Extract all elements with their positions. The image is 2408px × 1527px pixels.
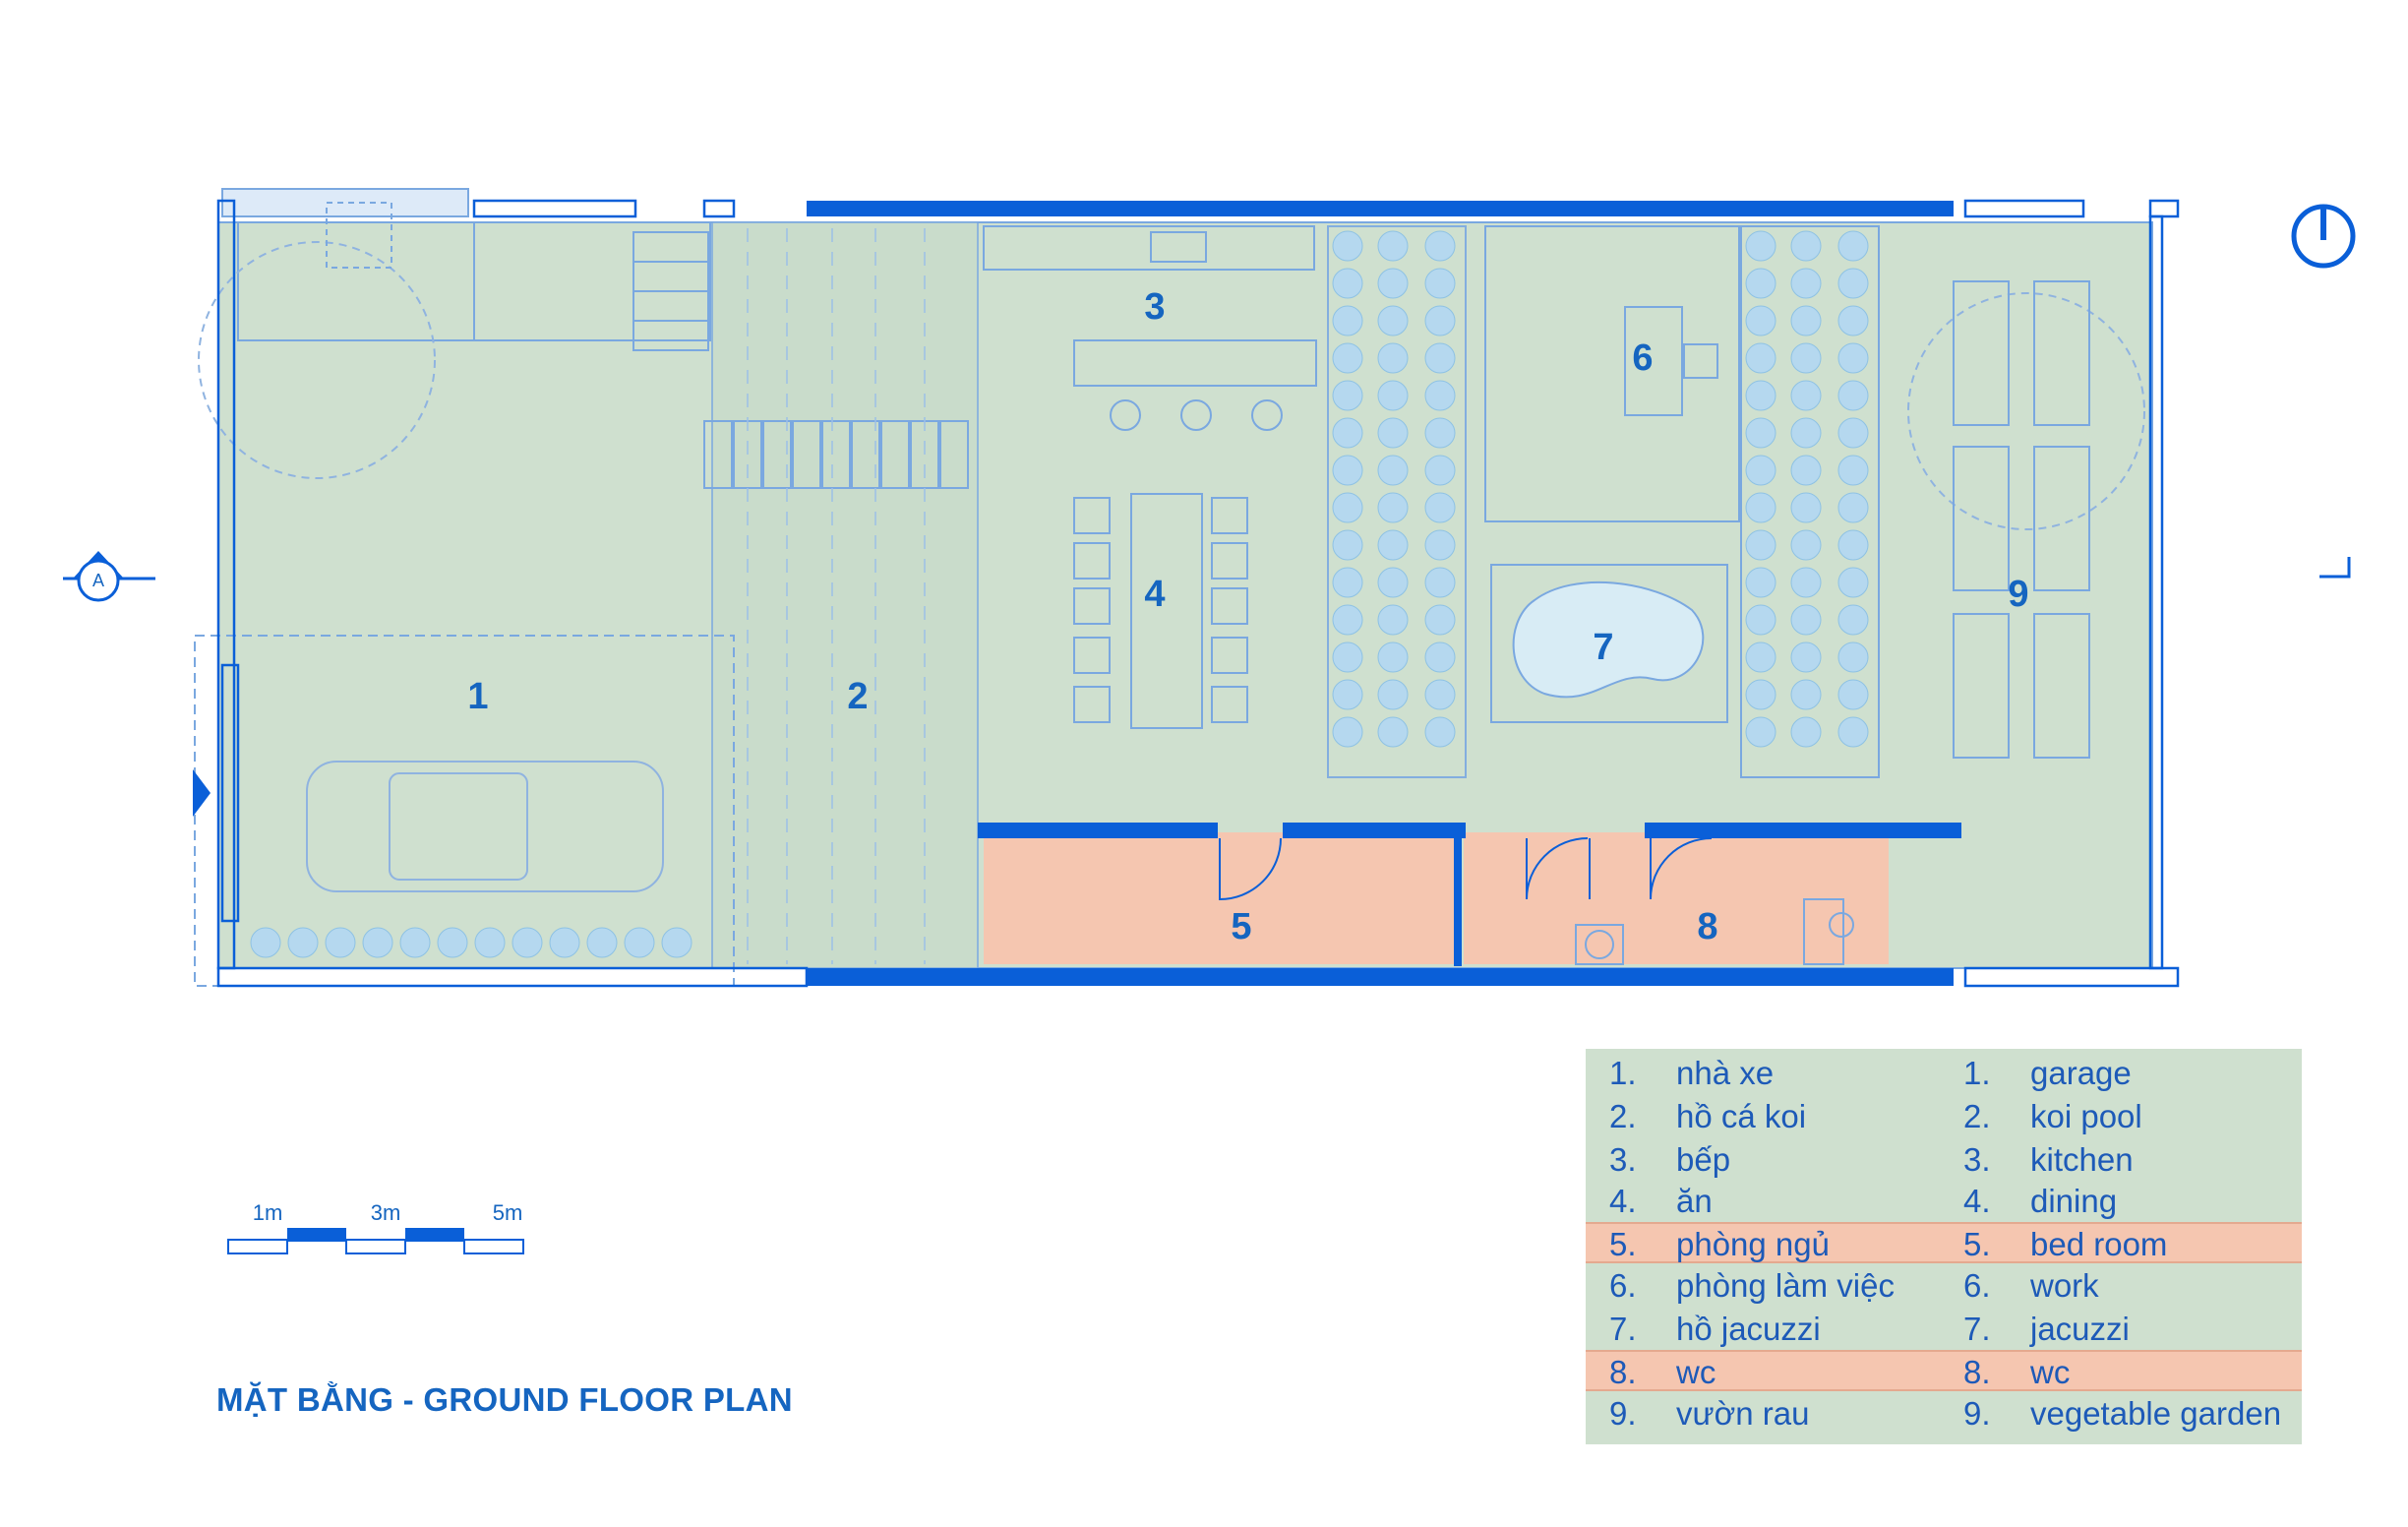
legend-index-vi: 4. [1609,1183,1637,1219]
room-number-2: 2 [847,676,868,717]
legend-label-en: dining [2030,1183,2118,1219]
section-marker-label: A [92,571,104,590]
legend-label-en: wc [2030,1354,2071,1390]
kitchen-island [1073,339,1317,387]
legend-row: 5. phòng ngủ 5. bed room [1586,1222,2302,1263]
tree-canopy-left [198,241,436,479]
legend-row: 8. wc 8. wc [1586,1350,2302,1391]
legend-label-en: vegetable garden [2030,1395,2282,1432]
scale-label-3m: 3m [371,1200,401,1225]
room-number-8: 8 [1697,906,1717,947]
koi-dashes [747,228,926,964]
scale-label-1m: 1m [253,1200,283,1225]
scale-bar [227,1228,524,1254]
legend-index-en: 8. [1963,1354,1991,1390]
work-chair [1683,343,1718,379]
legend-label-vi: phòng làm việc [1676,1267,1895,1304]
room-legend: 1. nhà xe 1. garage 2. hồ cá koi 2. koi pool 3. b… [1586,1049,2302,1444]
room-number-9: 9 [2008,574,2028,615]
legend-label-en: work [2030,1267,2099,1304]
room-number-1: 1 [467,676,488,717]
legend-index-en: 3. [1963,1141,1991,1178]
work-room [1484,225,1740,522]
koi-pool-area [711,221,979,969]
car-outline [306,761,664,892]
legend-index-vi: 5. [1609,1226,1637,1262]
tree-canopy-right [1907,292,2145,530]
skylight-strip [221,188,469,217]
legend-label-vi: wc [1676,1354,1716,1390]
legend-index-vi: 6. [1609,1267,1637,1304]
scale-label-5m: 5m [493,1200,523,1225]
walls [807,201,1961,986]
legend-index-en: 9. [1963,1395,1991,1432]
legend-row: 4. ăn 4. dining [1586,1181,2302,1222]
legend-index-en: 4. [1963,1183,1991,1219]
room-number-3: 3 [1144,286,1165,328]
legend-row: 9. vườn rau 9. vegetable garden [1586,1393,2302,1435]
legend-index-vi: 2. [1609,1098,1637,1134]
dining-table [1130,493,1203,729]
legend-label-en: bed room [2030,1226,2168,1262]
legend-index-vi: 1. [1609,1055,1637,1091]
legend-index-en: 1. [1963,1055,1991,1091]
room-number-6: 6 [1632,337,1653,379]
legend-label-vi: vườn rau [1676,1395,1810,1432]
planting-dots-left [1332,230,1869,748]
legend-row: 2. hồ cá koi 2. koi pool [1586,1096,2302,1137]
room-number-7: 7 [1593,627,1613,668]
legend-index-vi: 7. [1609,1311,1637,1347]
legend-label-vi: phòng ngủ [1676,1226,1830,1262]
legend-label-en: garage [2030,1055,2132,1091]
kitchen-sink [1150,231,1207,263]
section-marker-a [63,551,155,602]
work-desk [1624,306,1683,416]
legend-label-vi: hồ cá koi [1676,1098,1807,1134]
legend-index-en: 7. [1963,1311,1991,1347]
outer-wall-thin [216,199,2180,988]
legend-label-en: koi pool [2030,1098,2142,1134]
legend-index-vi: 8. [1609,1354,1637,1390]
dining-chairs [1073,497,1248,723]
legend-index-en: 2. [1963,1098,1991,1134]
legend-row: 3. bếp 3. kitchen [1586,1139,2302,1181]
legend-row: 7. hồ jacuzzi 7. jacuzzi [1586,1309,2302,1350]
entrance-arrow [193,769,211,817]
legend-label-en: jacuzzi [2030,1311,2130,1347]
legend-index-vi: 9. [1609,1395,1637,1432]
vegetable-beds [1953,280,2090,759]
section-marker-right [2319,557,2351,579]
skylight-square [326,202,392,269]
legend-row: 1. nhà xe 1. garage [1586,1053,2302,1094]
planting-strip-left [1327,225,1467,778]
garage-planting-row [250,927,692,958]
legend-label-vi: nhà xe [1676,1055,1775,1091]
legend-label-vi: bếp [1676,1141,1731,1178]
kitchen-counter-top [983,225,1315,271]
legend-label-en: kitchen [2030,1141,2134,1178]
legend-index-en: 6. [1963,1267,1991,1304]
legend-index-vi: 3. [1609,1141,1637,1178]
legend-label-vi: ăn [1676,1183,1713,1219]
room-numbers: 1 2 3 4 5 6 7 8 9 [467,286,2028,947]
plan-title: MẶT BẰNG - GROUND FLOOR PLAN [216,1381,793,1418]
legend-label-vi: hồ jacuzzi [1676,1311,1821,1347]
north-arrow-icon [2291,204,2356,269]
legend-row: 6. phòng làm việc 6. work [1586,1265,2302,1307]
planting-strip-right [1740,225,1880,778]
room-number-4: 4 [1144,574,1165,615]
jacuzzi-pool [1512,580,1705,699]
bar-stools [1110,399,1283,431]
car-roof [389,772,528,881]
room-number-5: 5 [1231,906,1251,947]
door-swings [1219,837,1713,901]
jacuzzi-enclosure [1490,564,1728,723]
wc-fixtures [1575,898,1854,965]
legend-index-en: 5. [1963,1226,1991,1262]
entry-steps [632,231,709,351]
